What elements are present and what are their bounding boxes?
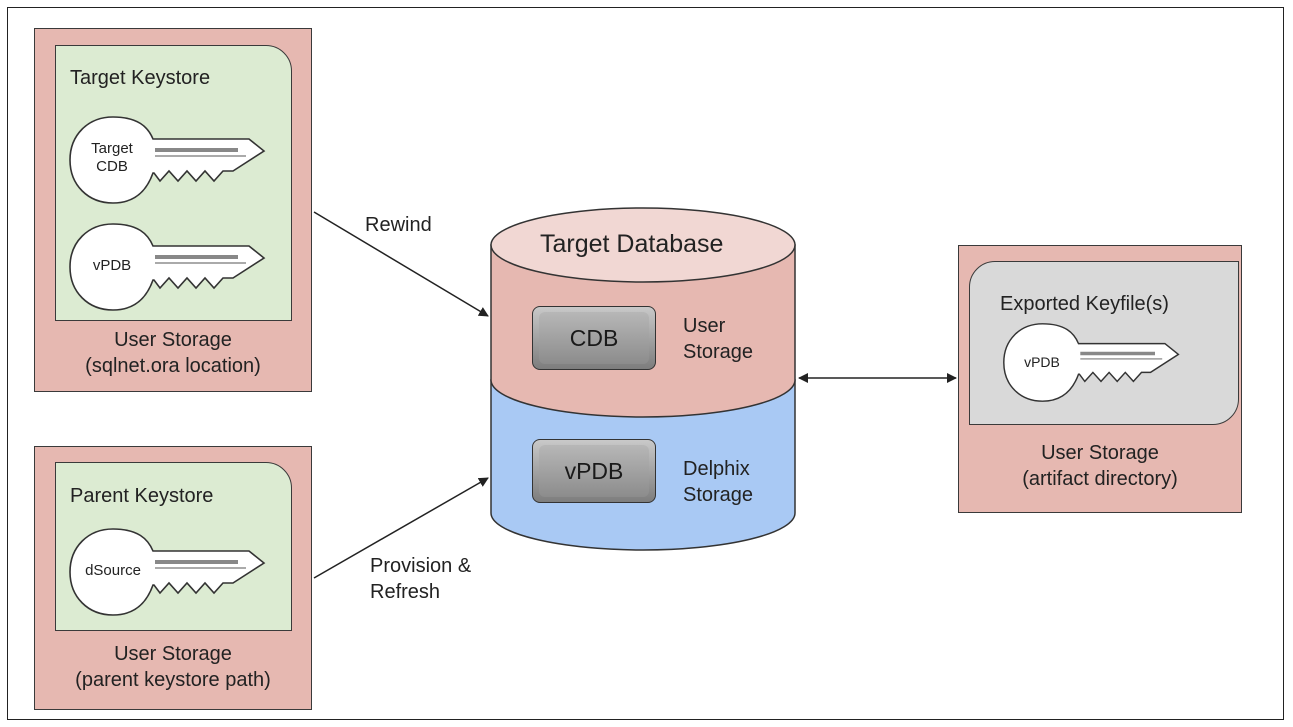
cdb-chip: CDB — [532, 306, 656, 370]
parent-storage-caption-line1: User Storage — [114, 643, 232, 665]
target-storage-caption-line1: User Storage — [114, 329, 232, 351]
artifact-storage-caption: User Storage (artifact directory) — [958, 440, 1242, 492]
database-title: Target Database — [540, 230, 724, 258]
parent-keystore-title: Parent Keystore — [70, 485, 214, 507]
target-cdb-key-label-line1: Target — [91, 140, 133, 157]
delphix-storage-label-line2: Storage — [683, 484, 754, 506]
target-storage-caption-line2: (sqlnet.ora location) — [85, 355, 261, 377]
target-vpdb-key-icon: vPDB — [68, 222, 268, 312]
user-storage-label-line1: User — [683, 315, 726, 337]
delphix-storage-label-line1: Delphix — [683, 458, 750, 480]
user-storage-label: User Storage — [683, 313, 753, 365]
artifact-storage-caption-line1: User Storage — [1041, 442, 1159, 464]
parent-storage-caption-line2: (parent keystore path) — [75, 669, 271, 691]
exported-vpdb-key-label: vPDB — [1024, 354, 1060, 370]
dsource-key-icon: dSource — [68, 527, 268, 617]
exported-vpdb-key-icon: vPDB — [1002, 322, 1182, 403]
target-cdb-key-label-line2: CDB — [96, 158, 128, 175]
cdb-chip-label: CDB — [569, 324, 619, 351]
rewind-label: Rewind — [365, 214, 432, 236]
artifact-storage-caption-line2: (artifact directory) — [1022, 468, 1178, 490]
provision-label-line1: Provision & — [370, 555, 472, 577]
parent-storage-caption: User Storage (parent keystore path) — [34, 641, 312, 693]
vpdb-chip: vPDB — [532, 439, 656, 503]
dsource-key-label: dSource — [85, 562, 141, 579]
delphix-storage-label: Delphix Storage — [683, 456, 753, 508]
provision-refresh-label: Provision & Refresh — [370, 553, 471, 605]
provision-arrow — [313, 477, 489, 579]
rewind-arrow — [313, 211, 489, 317]
target-storage-caption: User Storage (sqlnet.ora location) — [34, 327, 312, 379]
target-vpdb-key-label: vPDB — [92, 257, 132, 274]
vpdb-chip-label: vPDB — [564, 457, 624, 484]
target-keystore-title: Target Keystore — [70, 67, 211, 89]
database-top — [490, 207, 796, 283]
target-cdb-key-icon: Target CDB — [68, 115, 268, 205]
user-storage-label-line2: Storage — [683, 341, 754, 363]
provision-label-line2: Refresh — [370, 581, 441, 603]
exported-keyfiles-title: Exported Keyfile(s) — [1000, 293, 1169, 315]
